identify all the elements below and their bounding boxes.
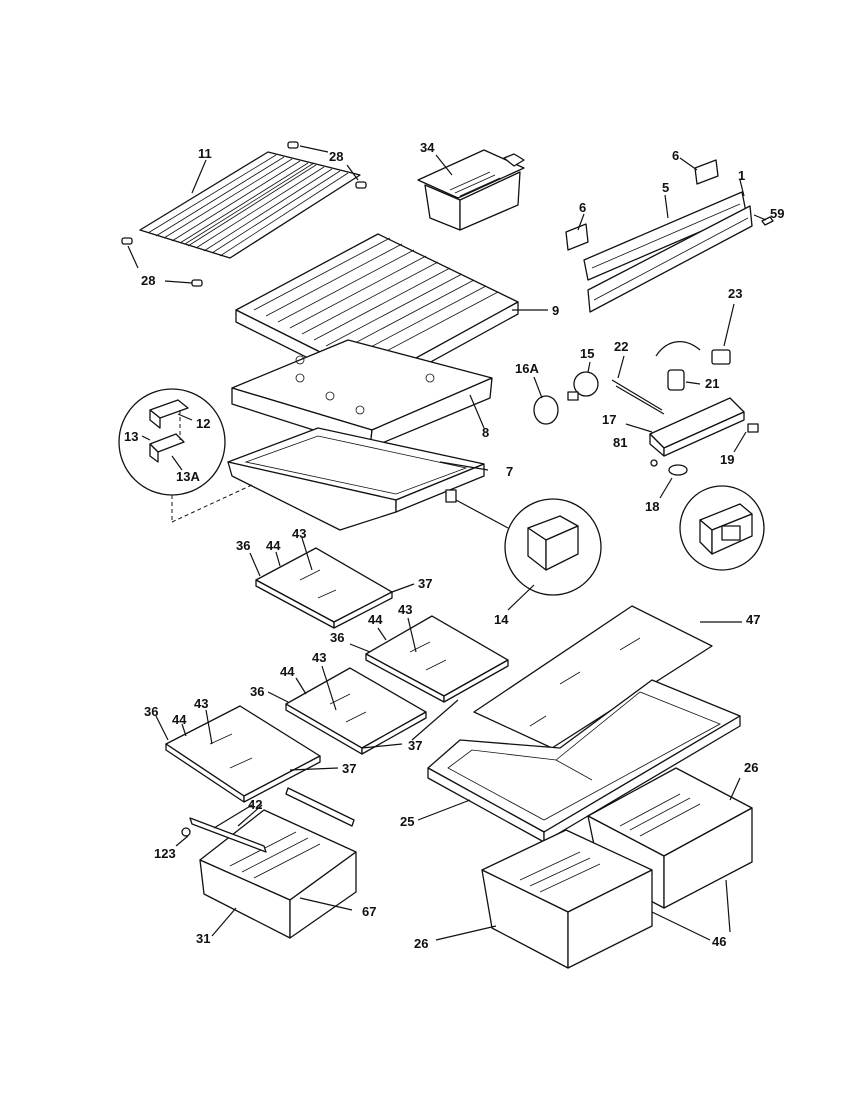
callout-46: 46 [712,934,726,949]
callout-42: 42 [248,797,262,812]
callout-9: 9 [552,303,559,318]
callout-8: 8 [482,425,489,440]
storage-bin [417,149,525,231]
detail-circle-left [118,388,255,523]
callout-23: 23 [728,286,742,301]
callout-81: 81 [613,435,627,450]
callout-6: 6 [672,148,679,163]
control-rail-assembly [565,157,774,313]
callout-17: 17 [602,412,616,427]
shelf-cap [287,141,299,149]
glass-shelf-2 [349,615,509,703]
callout-22: 22 [614,339,628,354]
callout-15: 15 [580,346,594,361]
glass-shelf-3 [267,665,459,755]
callout-19: 19 [720,452,734,467]
tray-clip [445,489,457,503]
callout-12: 12 [196,416,210,431]
detail-circle-14 [455,498,602,611]
callout-37: 37 [342,761,356,776]
crisper-drawer-left [435,829,731,969]
callout-1: 1 [738,168,745,183]
shelf-cap [121,237,133,245]
crisper-tray [227,427,489,531]
crisper-cover-glass [473,605,742,749]
callout-36: 36 [144,704,158,719]
callout-26: 26 [744,760,758,775]
shelf-frame [231,339,493,449]
callout-21: 21 [705,376,719,391]
callout-5: 5 [662,180,669,195]
callout-11: 11 [198,146,212,161]
meat-drawer [175,787,357,939]
callout-59: 59 [770,206,784,221]
callout-123: 123 [154,846,176,861]
callout-37: 37 [408,738,422,753]
callout-43: 43 [292,526,306,541]
callout-47: 47 [746,612,760,627]
callout-31: 31 [196,931,210,946]
callout-18: 18 [645,499,659,514]
callout-16A: 16A [515,361,539,376]
callout-44: 44 [280,664,295,679]
callout-44: 44 [368,612,383,627]
wire-shelf [121,141,367,287]
callout-36: 36 [250,684,264,699]
callout-34: 34 [420,140,435,155]
callout-28: 28 [141,273,155,288]
callout-28: 28 [329,149,343,164]
callout-43: 43 [194,696,208,711]
callout-25: 25 [400,814,414,829]
callout-43: 43 [398,602,412,617]
glass-shelf-4 [155,705,339,803]
callout-13A: 13A [176,469,200,484]
crisper-frame [417,679,741,843]
callout-36: 36 [236,538,250,553]
callout-14: 14 [494,612,509,627]
callout-7: 7 [506,464,513,479]
callout-37: 37 [418,576,432,591]
light-assembly [533,303,765,571]
callout-36: 36 [330,630,344,645]
callout-6: 6 [579,200,586,215]
shelf-cap [355,181,367,189]
callout-67: 67 [362,904,376,919]
callout-26: 26 [414,936,428,951]
callout-44: 44 [172,712,187,727]
callout-labels: 11 28 28 34 6 6 5 1 59 9 23 22 15 16A 21… [124,140,784,951]
glass-shelf-1 [249,537,415,629]
callout-43: 43 [312,650,326,665]
callout-13: 13 [124,429,138,444]
shelf-cap [191,279,203,287]
callout-44: 44 [266,538,281,553]
